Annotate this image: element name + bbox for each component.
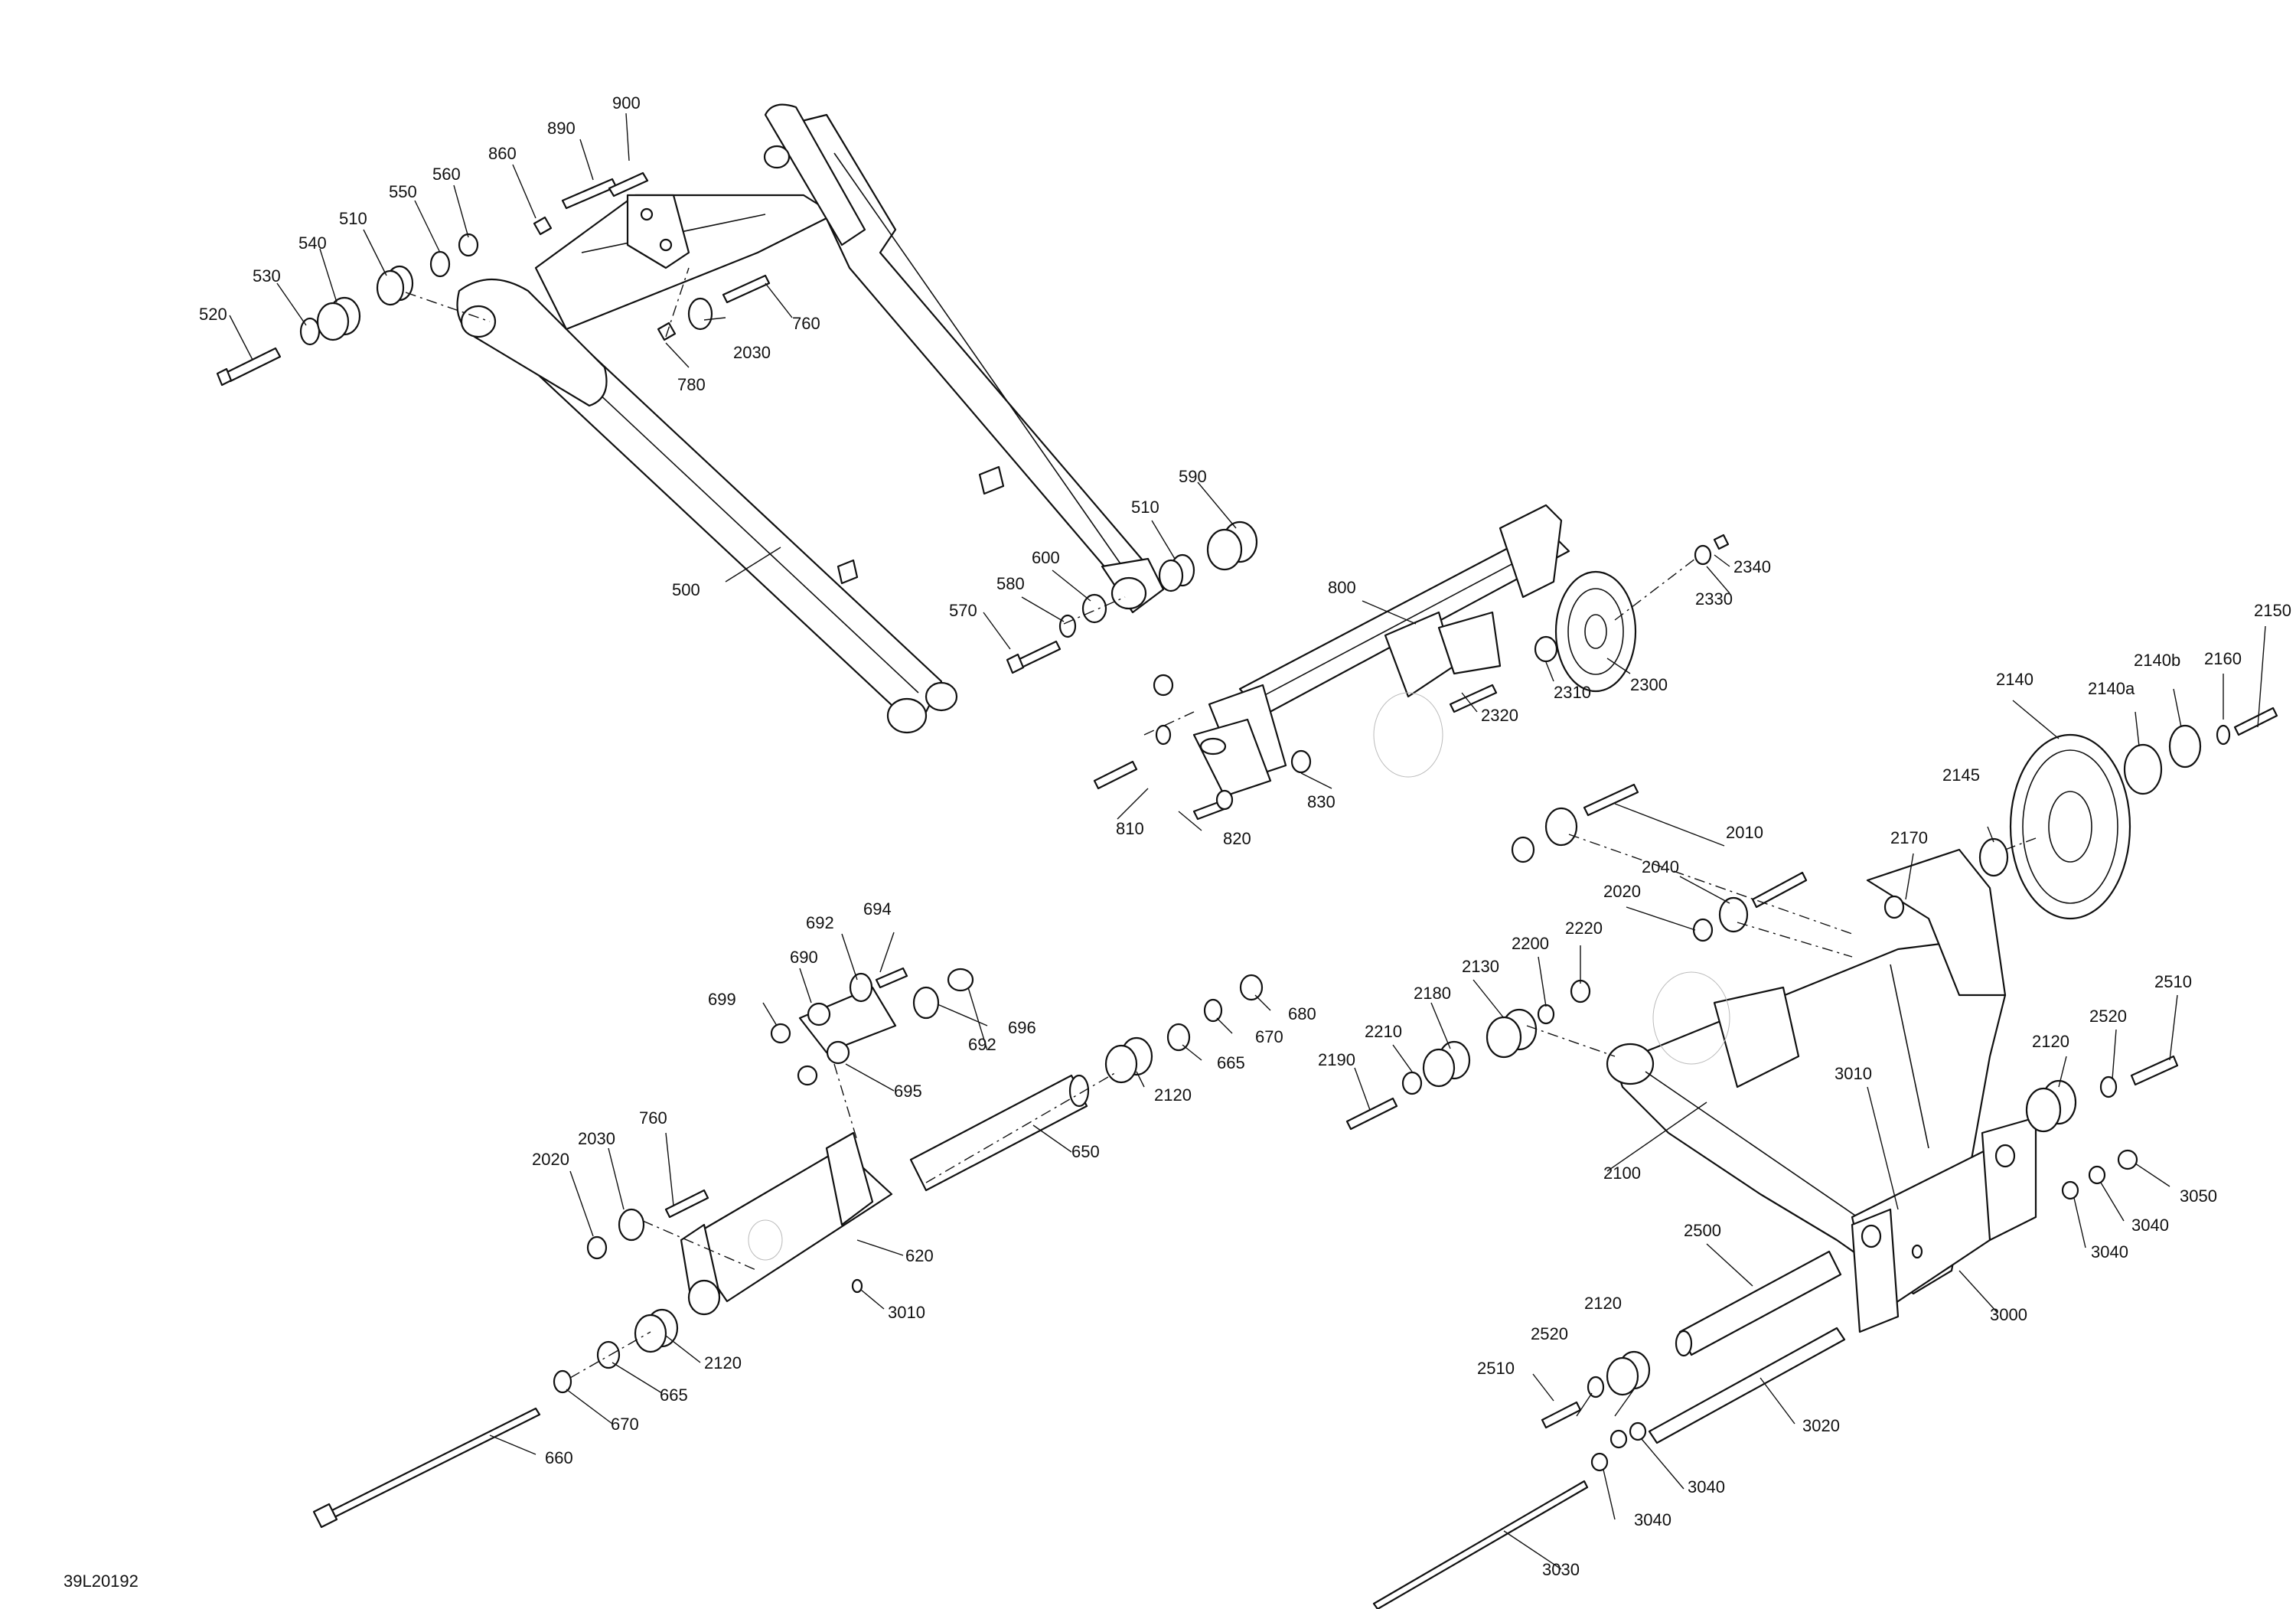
label-696: 696 <box>1008 1018 1036 1037</box>
label-2510: 2510 <box>2154 972 2192 991</box>
label-2140b: 2140b <box>2134 651 2180 670</box>
label-2030b: 2030 <box>578 1129 615 1148</box>
label-560: 560 <box>432 165 461 184</box>
label-3040b: 3040 <box>2091 1242 2128 1261</box>
label-680: 680 <box>1288 1004 1316 1023</box>
label-780: 780 <box>677 375 706 394</box>
label-2330: 2330 <box>1695 589 1733 609</box>
label-890: 890 <box>547 119 576 138</box>
label-510: 510 <box>339 209 367 228</box>
label-820: 820 <box>1223 829 1251 848</box>
label-2040: 2040 <box>1642 857 1679 876</box>
label-2030: 2030 <box>733 343 771 362</box>
rear-cross-tube-assembly <box>1093 504 1730 821</box>
label-2520b: 2520 <box>1531 1324 1568 1343</box>
label-670: 670 <box>1255 1027 1283 1046</box>
label-580: 580 <box>996 574 1025 593</box>
label-2310: 2310 <box>1554 683 1591 702</box>
label-570: 570 <box>949 601 977 620</box>
label-3000: 3000 <box>1990 1305 2027 1324</box>
label-2190: 2190 <box>1318 1050 1355 1069</box>
label-3030: 3030 <box>1542 1560 1580 1579</box>
label-590: 590 <box>1179 467 1207 486</box>
front-arm-assembly <box>456 103 1165 734</box>
label-2120: 2120 <box>1154 1085 1192 1105</box>
label-860: 860 <box>488 144 517 163</box>
label-2140: 2140 <box>1996 670 2033 689</box>
label-530: 530 <box>253 266 281 286</box>
label-699: 699 <box>708 990 736 1009</box>
label-510b: 510 <box>1131 498 1159 517</box>
label-2120d: 2120 <box>1584 1294 1622 1313</box>
label-520: 520 <box>199 305 227 324</box>
label-600: 600 <box>1032 548 1060 567</box>
label-665: 665 <box>1217 1053 1245 1072</box>
idler-wheel-assembly <box>1978 707 2278 920</box>
label-3050: 3050 <box>2180 1186 2217 1206</box>
label-800: 800 <box>1328 578 1356 597</box>
label-690: 690 <box>790 948 818 967</box>
label-2170: 2170 <box>1890 828 1928 847</box>
leader-lines <box>229 113 2266 1570</box>
label-2320: 2320 <box>1481 706 1518 725</box>
label-810: 810 <box>1116 819 1144 838</box>
label-692: 692 <box>806 913 834 932</box>
label-2120c: 2120 <box>2032 1032 2069 1051</box>
label-2220: 2220 <box>1565 919 1603 938</box>
label-695: 695 <box>894 1082 922 1101</box>
label-2140a: 2140a <box>2088 679 2135 698</box>
rear-arm-assembly <box>312 967 1264 1529</box>
label-830: 830 <box>1307 792 1336 811</box>
label-665b: 665 <box>660 1385 688 1405</box>
label-2150: 2150 <box>2254 601 2291 620</box>
label-3010b: 3010 <box>1835 1064 1872 1083</box>
label-760: 760 <box>792 314 820 333</box>
label-3010: 3010 <box>888 1303 925 1322</box>
label-900: 900 <box>612 93 641 113</box>
label-3020: 3020 <box>1802 1416 1840 1435</box>
label-2500: 2500 <box>1684 1221 1721 1240</box>
label-2520: 2520 <box>2089 1007 2127 1026</box>
label-760b: 760 <box>639 1108 667 1128</box>
label-2340: 2340 <box>1733 557 1771 576</box>
label-540: 540 <box>298 233 327 253</box>
label-2200: 2200 <box>1512 934 1549 953</box>
label-550: 550 <box>389 182 417 201</box>
part-number-labels: 900 890 860 560 550 510 540 530 520 760 … <box>199 93 2291 1579</box>
label-2300: 2300 <box>1630 675 1668 694</box>
label-2160: 2160 <box>2204 649 2242 668</box>
label-2020: 2020 <box>1603 882 1641 901</box>
label-692b: 692 <box>968 1035 996 1054</box>
label-2210: 2210 <box>1365 1022 1402 1041</box>
label-2145: 2145 <box>1942 765 1980 785</box>
label-2010: 2010 <box>1726 823 1763 842</box>
label-2510b: 2510 <box>1477 1359 1515 1378</box>
mid-upper-hardware <box>1006 521 1258 674</box>
label-3040d: 3040 <box>1634 1510 1671 1529</box>
label-3040c: 3040 <box>1688 1477 1725 1496</box>
label-670b: 670 <box>611 1415 639 1434</box>
label-3040: 3040 <box>2131 1216 2169 1235</box>
rear-frame-assembly <box>1345 783 2179 1609</box>
label-694: 694 <box>863 899 892 919</box>
label-2180: 2180 <box>1414 984 1451 1003</box>
label-2130: 2130 <box>1462 957 1499 976</box>
label-660: 660 <box>545 1448 573 1467</box>
label-2120b: 2120 <box>704 1353 742 1372</box>
label-2020b: 2020 <box>532 1150 569 1169</box>
label-2100: 2100 <box>1603 1164 1641 1183</box>
label-620: 620 <box>905 1246 934 1265</box>
label-650: 650 <box>1071 1142 1100 1161</box>
diagram-id: 39L20192 <box>64 1571 139 1591</box>
label-500: 500 <box>672 580 700 599</box>
